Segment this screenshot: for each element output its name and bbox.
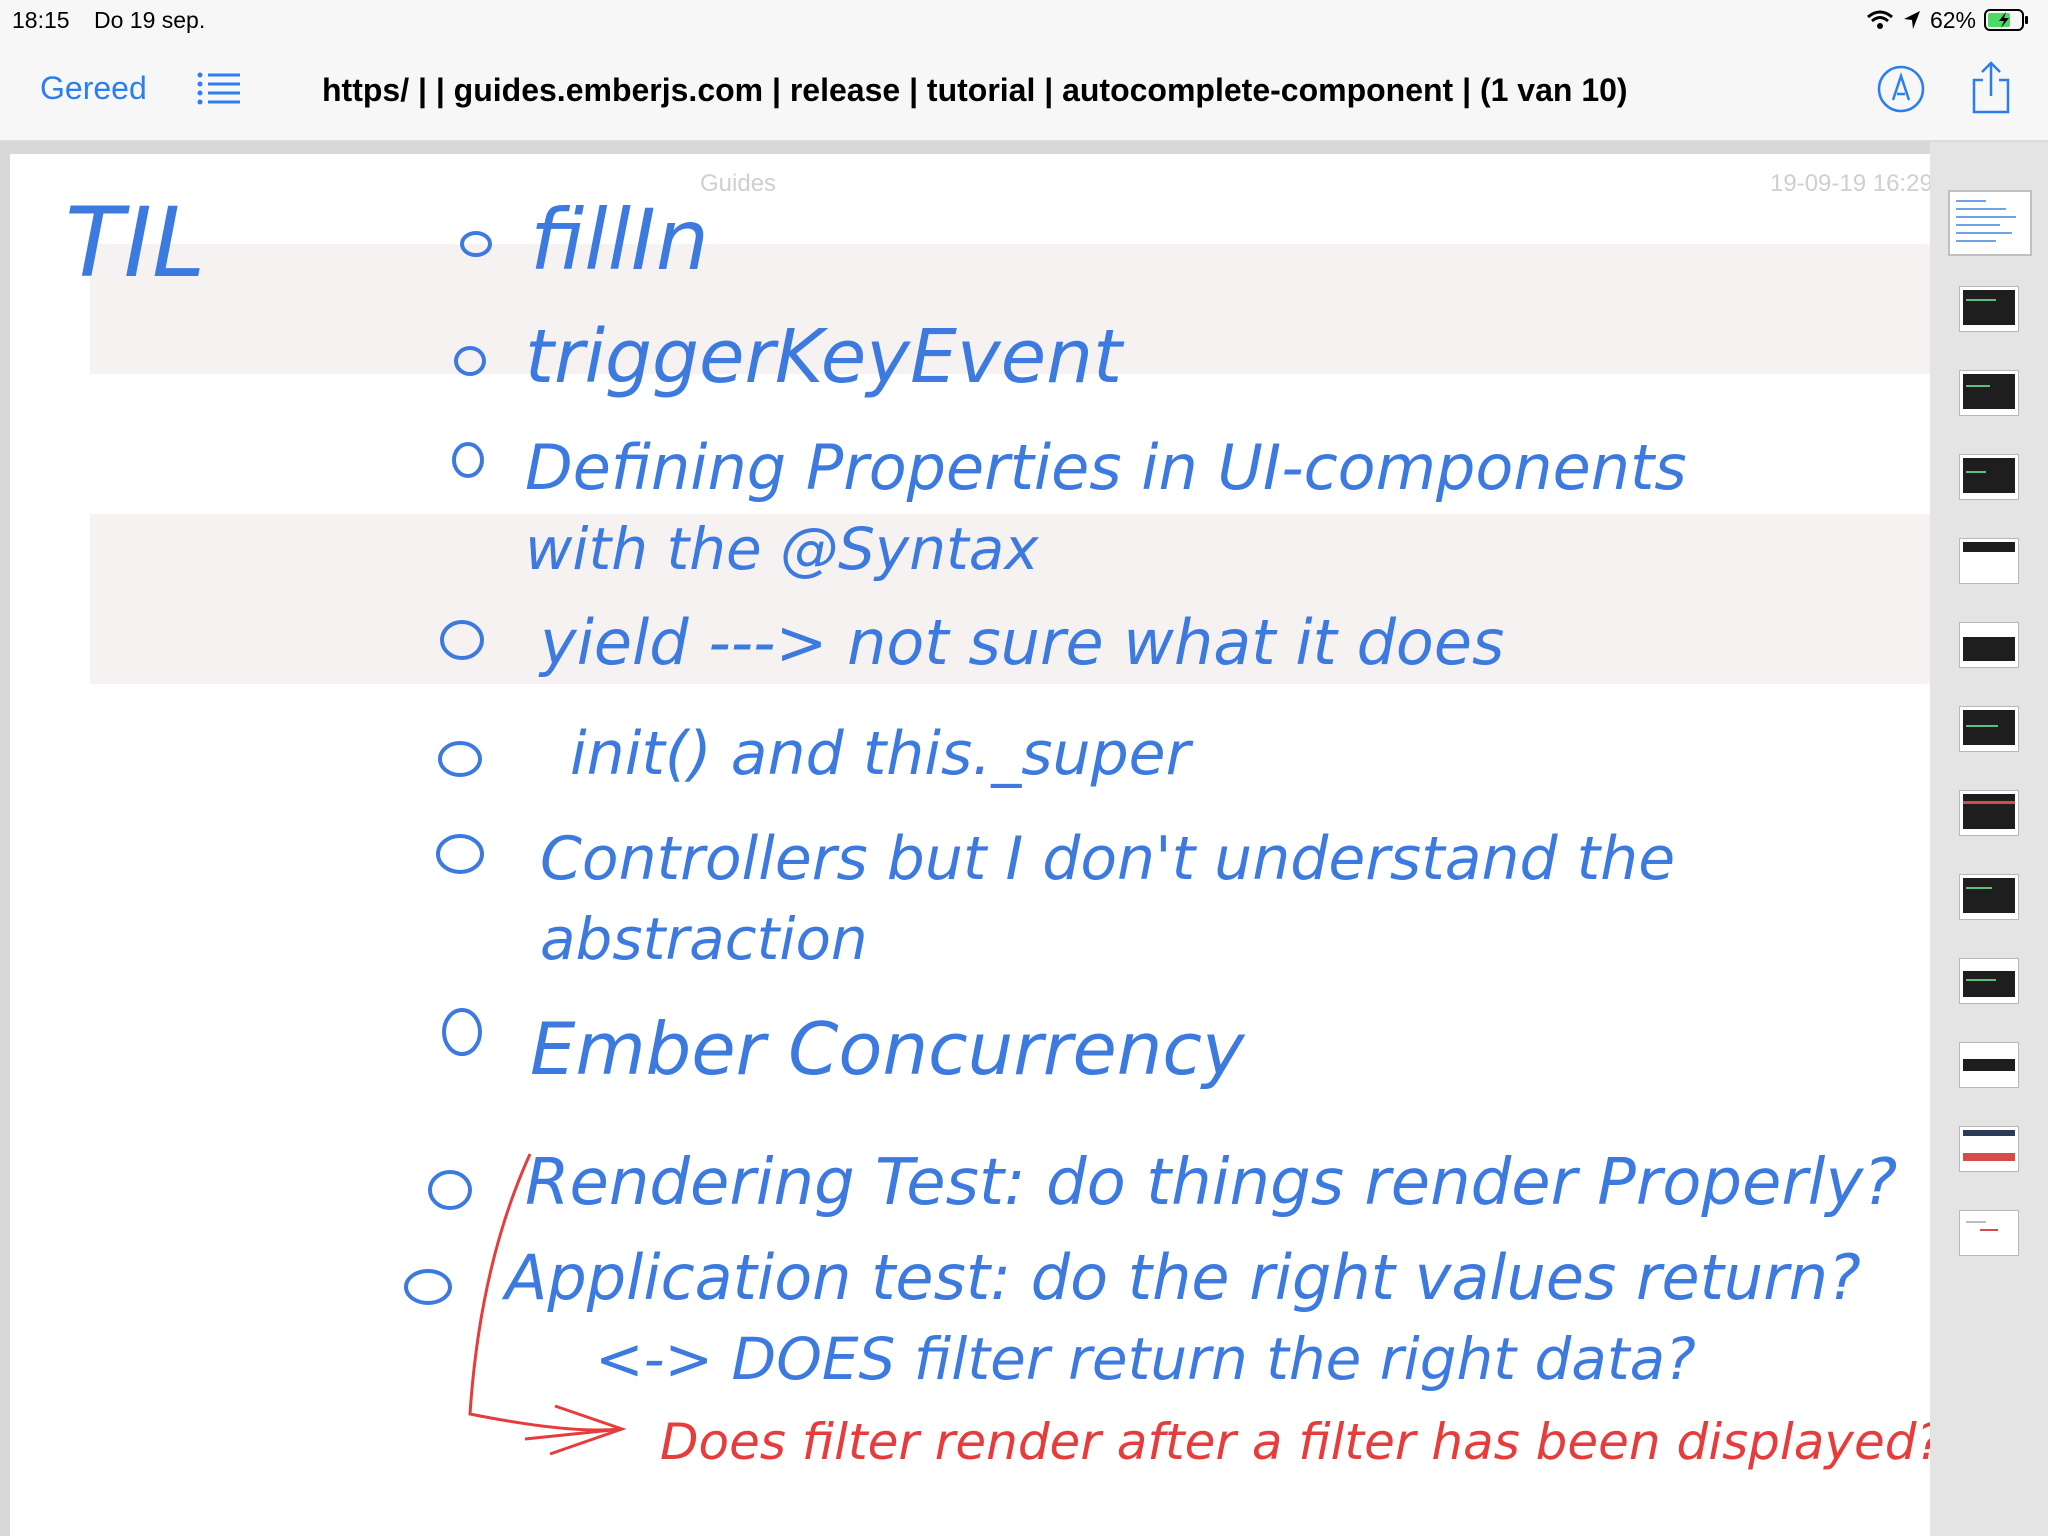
battery-percent: 62% [1929,6,1976,33]
bullet-icon [452,442,484,478]
note-item-yield: yield ---> not sure what it does [538,606,1504,679]
status-indicators: 62% [1866,5,2030,35]
background-banner [90,244,1930,374]
note-item-controllers-continuation: abstraction [540,905,868,973]
note-item-rendering-test: Rendering Test: do things render Properl… [525,1146,1897,1220]
share-icon[interactable] [1968,60,2014,116]
note-item-application-test-continuation: <-> DOES filter return the right data? [595,1325,1696,1393]
page-thumbnail-13[interactable] [1959,1210,2019,1256]
page-thumbnail-1[interactable] [1948,190,2032,256]
bullet-icon [438,741,482,777]
bullet-icon [460,231,492,257]
page-thumbnail-2[interactable] [1959,286,2019,332]
bullet-icon [440,620,484,660]
status-time: 18:15 [12,7,70,33]
page-thumbnail-11[interactable] [1959,1042,2019,1088]
document-title: https/ | | guides.emberjs.com | release … [322,72,1628,108]
status-date: Do 19 sep. [94,7,206,33]
bullet-icon [436,834,484,874]
note-item-fillin: fillIn [530,191,709,289]
handwriting-layer: TIL fillIn triggerKeyEvent Defining Prop… [65,187,1930,1471]
note-item-controllers: Controllers but I don't understand the [540,824,1675,894]
list-icon[interactable] [196,70,242,106]
note-heading: TIL [65,187,205,299]
bullet-icon [454,346,486,376]
page-thumbnail-8[interactable] [1959,790,2019,836]
bullet-icon [442,1008,482,1056]
note-item-ember-concurrency: Ember Concurrency [530,1007,1246,1091]
page-thumbnail-4[interactable] [1959,454,2019,500]
document-viewer[interactable]: Guides 19-09-19 16:29 TIL fillIn trigger… [0,142,2048,1536]
markup-pen-icon[interactable] [1876,64,1926,114]
status-bar: 18:15 Do 19 sep. 62% [0,0,2048,40]
note-red-question: Does filter render after a filter has be… [660,1413,1930,1471]
bullet-icon [428,1170,472,1210]
page-thumbnail-9[interactable] [1959,874,2019,920]
navigation-bar: Gereed https/ | | guides.emberjs.com | r… [0,40,2048,142]
annotated-page[interactable]: Guides 19-09-19 16:29 TIL fillIn trigger… [10,154,1930,1536]
background-banner [90,514,1930,684]
page-thumbnail-5[interactable] [1959,538,2019,584]
bullet-icon [404,1269,452,1305]
page-thumbnail-10[interactable] [1959,958,2019,1004]
background-header: Guides [700,170,777,197]
battery-charging-icon [1984,9,2028,31]
page-thumbnail-7[interactable] [1959,706,2019,752]
done-button[interactable]: Gereed [40,70,147,106]
location-arrow-icon [1903,11,1920,29]
wifi-icon [1866,10,1893,29]
note-item-defining-properties-continuation: with the @Syntax [525,515,1039,583]
note-item-init-super: init() and this._super [570,719,1194,789]
page-thumbnail-6[interactable] [1959,622,2019,668]
background-timestamp: 19-09-19 16:29 [1770,170,1930,197]
page-thumbnail-12[interactable] [1959,1126,2019,1172]
note-item-application-test: Application test: do the right values re… [501,1241,1861,1314]
red-arrow-icon [468,1153,621,1432]
page-thumbnail-3[interactable] [1959,370,2019,416]
note-item-trigger-key-event: triggerKeyEvent [525,314,1125,400]
note-item-defining-properties: Defining Properties in UI-components [525,431,1687,504]
thumbnail-sidebar[interactable] [1930,142,2048,1536]
